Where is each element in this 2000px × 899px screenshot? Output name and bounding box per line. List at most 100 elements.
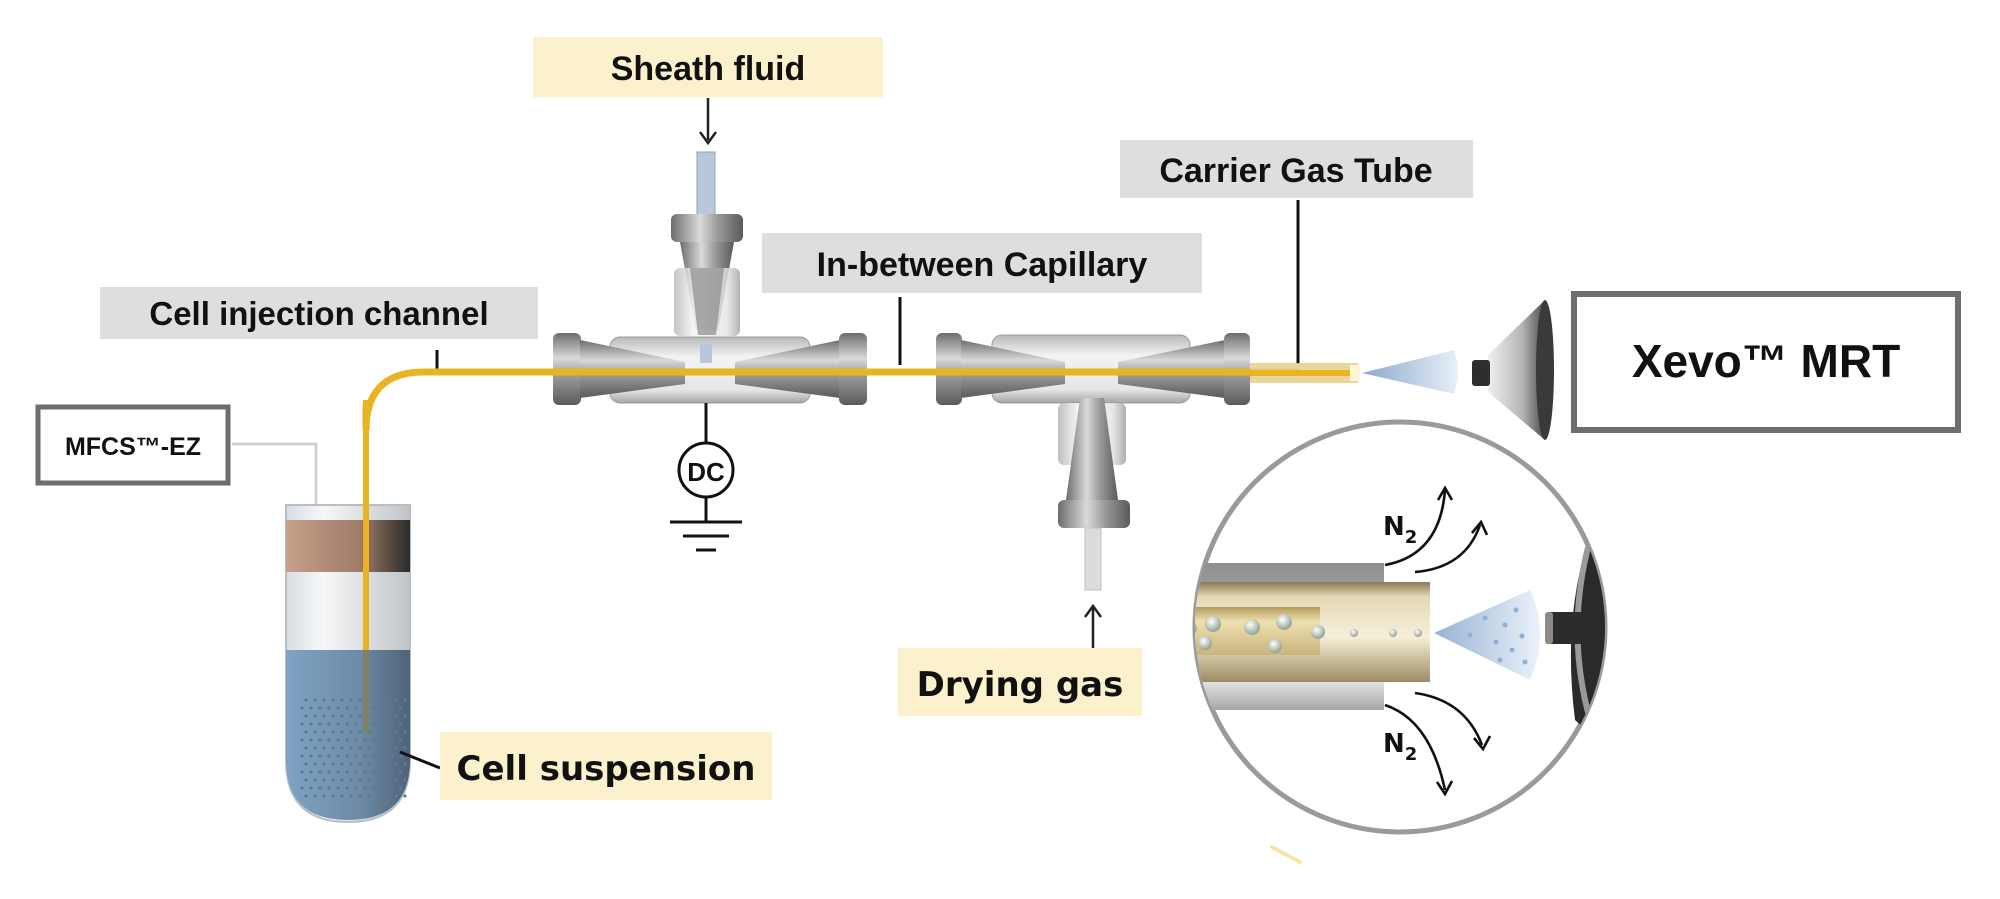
- cell-dot: [309, 786, 313, 790]
- ground-icon: [670, 520, 742, 552]
- cell-dot: [336, 770, 340, 774]
- cell-dot: [313, 730, 317, 734]
- cell-dot: [372, 706, 376, 710]
- sheath-fluid-label: Sheath fluid: [533, 37, 883, 97]
- cell-dot: [349, 698, 353, 702]
- cell-bubble: [1268, 639, 1282, 653]
- cell-dot: [399, 754, 403, 758]
- cell-dot: [354, 754, 358, 758]
- cell-dot: [372, 786, 376, 790]
- cell-dot: [394, 778, 398, 782]
- cell-dot: [313, 698, 317, 702]
- spray-droplet: [1522, 659, 1528, 665]
- cell-dot: [318, 722, 322, 726]
- cell-dot: [349, 762, 353, 766]
- cell-dot: [372, 722, 376, 726]
- cell-dot: [300, 722, 304, 726]
- cell-dot: [327, 754, 331, 758]
- cell-dot: [363, 786, 367, 790]
- cell-dot: [376, 698, 380, 702]
- cell-dot: [304, 698, 308, 702]
- cell-dot: [376, 714, 380, 718]
- cell-dot: [367, 762, 371, 766]
- carrier-gas-tube-text: Carrier Gas Tube: [1159, 152, 1432, 190]
- mfcs-ez-box: MFCS™-EZ: [35, 404, 231, 486]
- cell-dot: [313, 778, 317, 782]
- cell-dot: [331, 778, 335, 782]
- cell-dot: [327, 738, 331, 742]
- cell-dot: [336, 754, 340, 758]
- cell-dot: [313, 794, 317, 798]
- cell-bubble: [1205, 616, 1221, 632]
- xevo-mrt-text: Xevo™ MRT: [1632, 335, 1900, 387]
- spray-droplet: [1493, 639, 1499, 645]
- cell-dot: [381, 722, 385, 726]
- cell-dot: [345, 738, 349, 742]
- electrospray-plume: [1362, 350, 1458, 394]
- spray-droplet: [1482, 615, 1488, 621]
- cell-dot: [399, 786, 403, 790]
- magnified-spray-plume: [1434, 590, 1540, 680]
- cell-dot: [349, 714, 353, 718]
- cell-dot: [336, 706, 340, 710]
- sheath-fluid-arrow: [698, 98, 718, 146]
- drying-gas-label: Drying gas: [898, 648, 1142, 716]
- cell-dot: [313, 762, 317, 766]
- cell-dot: [403, 762, 407, 766]
- cell-bubble: [1244, 619, 1260, 635]
- cell-dot: [381, 770, 385, 774]
- cell-dot: [394, 762, 398, 766]
- cell-dot: [349, 778, 353, 782]
- cell-dot: [390, 770, 394, 774]
- cell-dot: [381, 786, 385, 790]
- cell-dot: [322, 762, 326, 766]
- cell-bubble: [1311, 625, 1325, 639]
- cell-dot: [340, 714, 344, 718]
- cell-dot: [358, 762, 362, 766]
- cell-dot: [385, 730, 389, 734]
- cell-dot: [345, 754, 349, 758]
- cell-dot: [385, 714, 389, 718]
- cell-dot: [318, 706, 322, 710]
- sheath-fluid-text: Sheath fluid: [611, 50, 806, 88]
- cell-dot: [372, 770, 376, 774]
- cell-dot: [390, 786, 394, 790]
- n2-bottom-text: N2: [1383, 729, 1417, 765]
- cell-dot: [394, 746, 398, 750]
- cell-dot: [354, 706, 358, 710]
- cell-dot: [354, 722, 358, 726]
- cell-injection-capillary: [362, 368, 1300, 431]
- cell-dot: [399, 706, 403, 710]
- cell-dot: [345, 786, 349, 790]
- mfcs-ez-text: MFCS™-EZ: [65, 433, 201, 461]
- cell-injection-channel-label: Cell injection channel: [100, 287, 538, 372]
- cell-dot: [403, 794, 407, 798]
- cell-dot: [367, 746, 371, 750]
- cell-dot: [309, 770, 313, 774]
- cell-dot: [358, 698, 362, 702]
- cell-dot: [385, 762, 389, 766]
- cell-dot: [376, 746, 380, 750]
- cell-dot: [340, 794, 344, 798]
- spray-droplet: [1467, 632, 1473, 638]
- cell-dot: [367, 794, 371, 798]
- cell-dot: [340, 730, 344, 734]
- cell-bubble: [1350, 629, 1358, 637]
- cell-dot: [340, 698, 344, 702]
- cell-dot: [304, 778, 308, 782]
- cell-dot: [372, 738, 376, 742]
- cell-dot: [358, 714, 362, 718]
- tube-cap: [286, 520, 410, 572]
- cell-dot: [394, 698, 398, 702]
- carrier-gas-tube-label: Carrier Gas Tube: [1120, 140, 1473, 364]
- cell-dot: [304, 794, 308, 798]
- cell-dot: [331, 730, 335, 734]
- cell-dot: [300, 770, 304, 774]
- cell-bubble: [1389, 629, 1397, 637]
- dc-power-source: DC: [677, 403, 735, 522]
- cell-dot: [300, 706, 304, 710]
- cell-dot: [354, 738, 358, 742]
- cell-dot: [372, 754, 376, 758]
- cell-suspension-pointer: [399, 750, 441, 770]
- cell-dot: [381, 754, 385, 758]
